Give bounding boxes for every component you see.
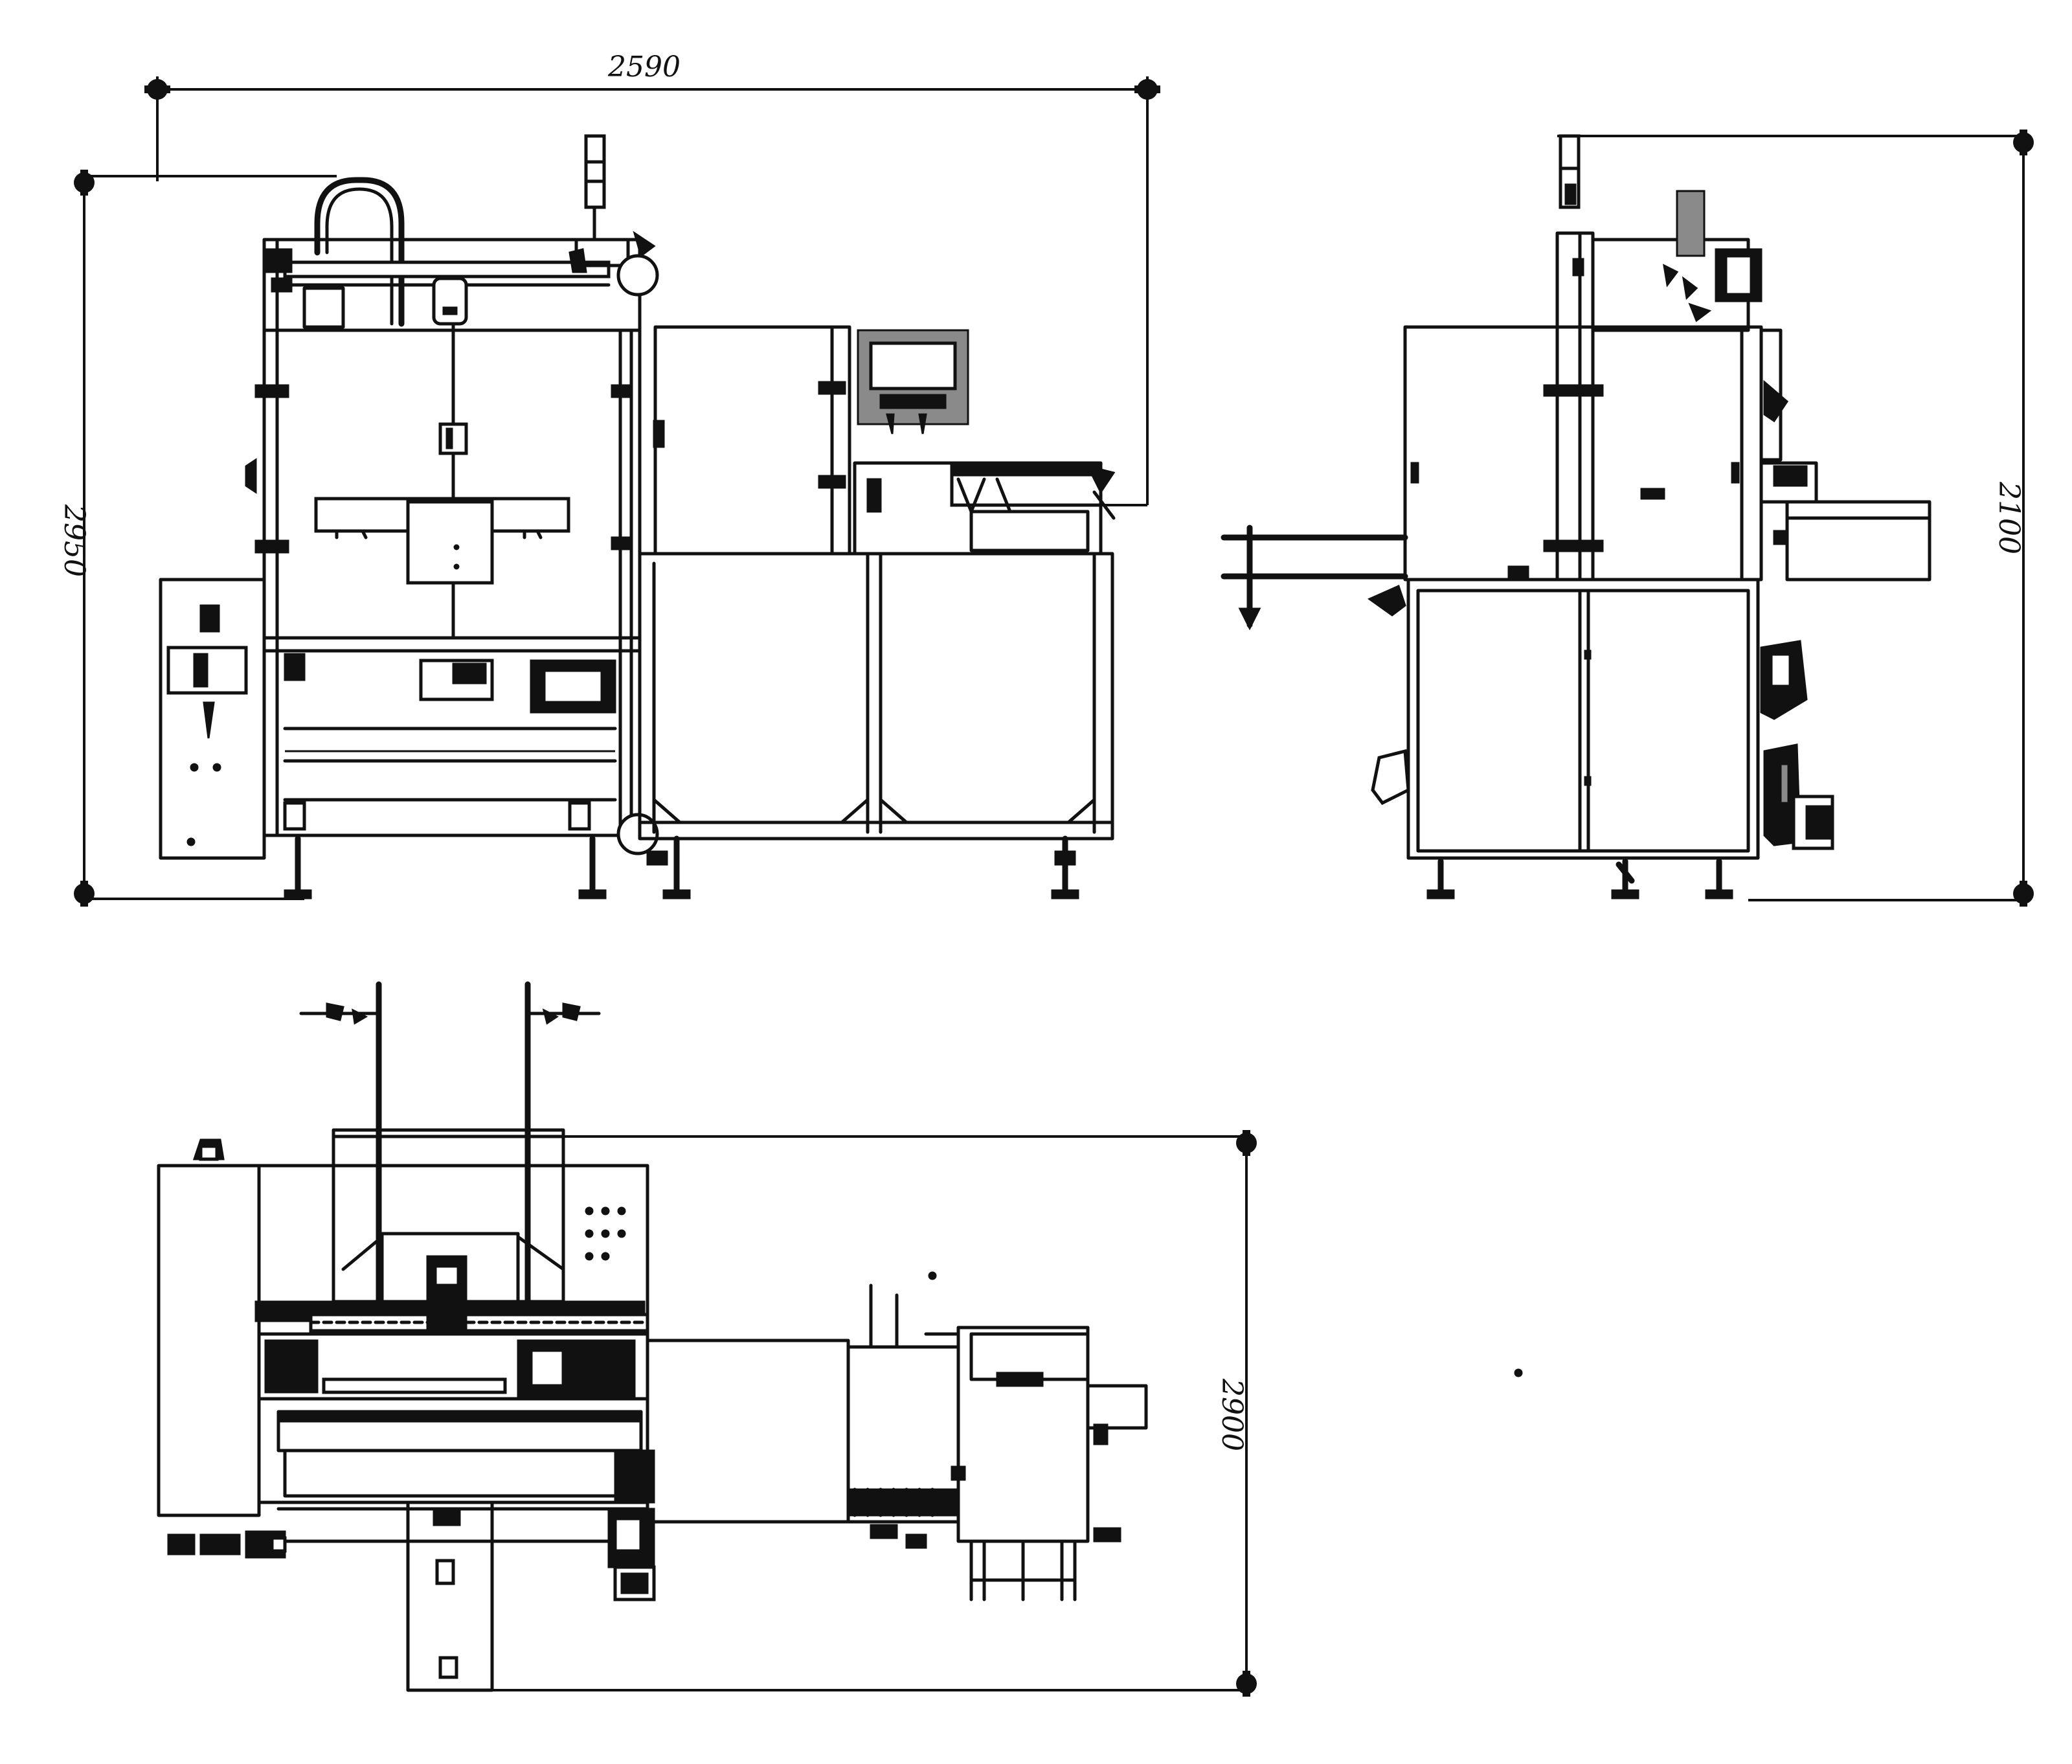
side-lower-cabinet: [1406, 578, 1760, 860]
right-upper-cabinet: [653, 325, 851, 556]
front-width-dimension: 2590: [144, 51, 1160, 506]
side-view: 2100: [1221, 130, 2034, 907]
front-view: 2590 2950: [58, 51, 1160, 907]
hmi-screen-icon: [857, 329, 969, 435]
top-depth-dimension: 2900: [408, 1130, 1257, 1697]
top-middle-conveyor: [646, 1339, 850, 1524]
front-width-label: 2590: [607, 51, 681, 84]
front-height-dimension: 2950: [58, 170, 337, 907]
side-height-label: 2100: [1992, 481, 2025, 554]
side-height-dimension: 2100: [1557, 130, 2034, 907]
dots-grid-icon: [585, 1206, 626, 1261]
top-left-panel: [157, 1164, 261, 1517]
right-lower-frame: [638, 552, 1114, 841]
outfeed-chute: [406, 1500, 494, 1692]
top-view: 2900: [157, 981, 1523, 1697]
front-feet: [284, 835, 1079, 899]
side-feet: [1426, 858, 1733, 899]
front-height-label: 2950: [58, 504, 91, 577]
top-depth-label: 2900: [1215, 1378, 1248, 1451]
